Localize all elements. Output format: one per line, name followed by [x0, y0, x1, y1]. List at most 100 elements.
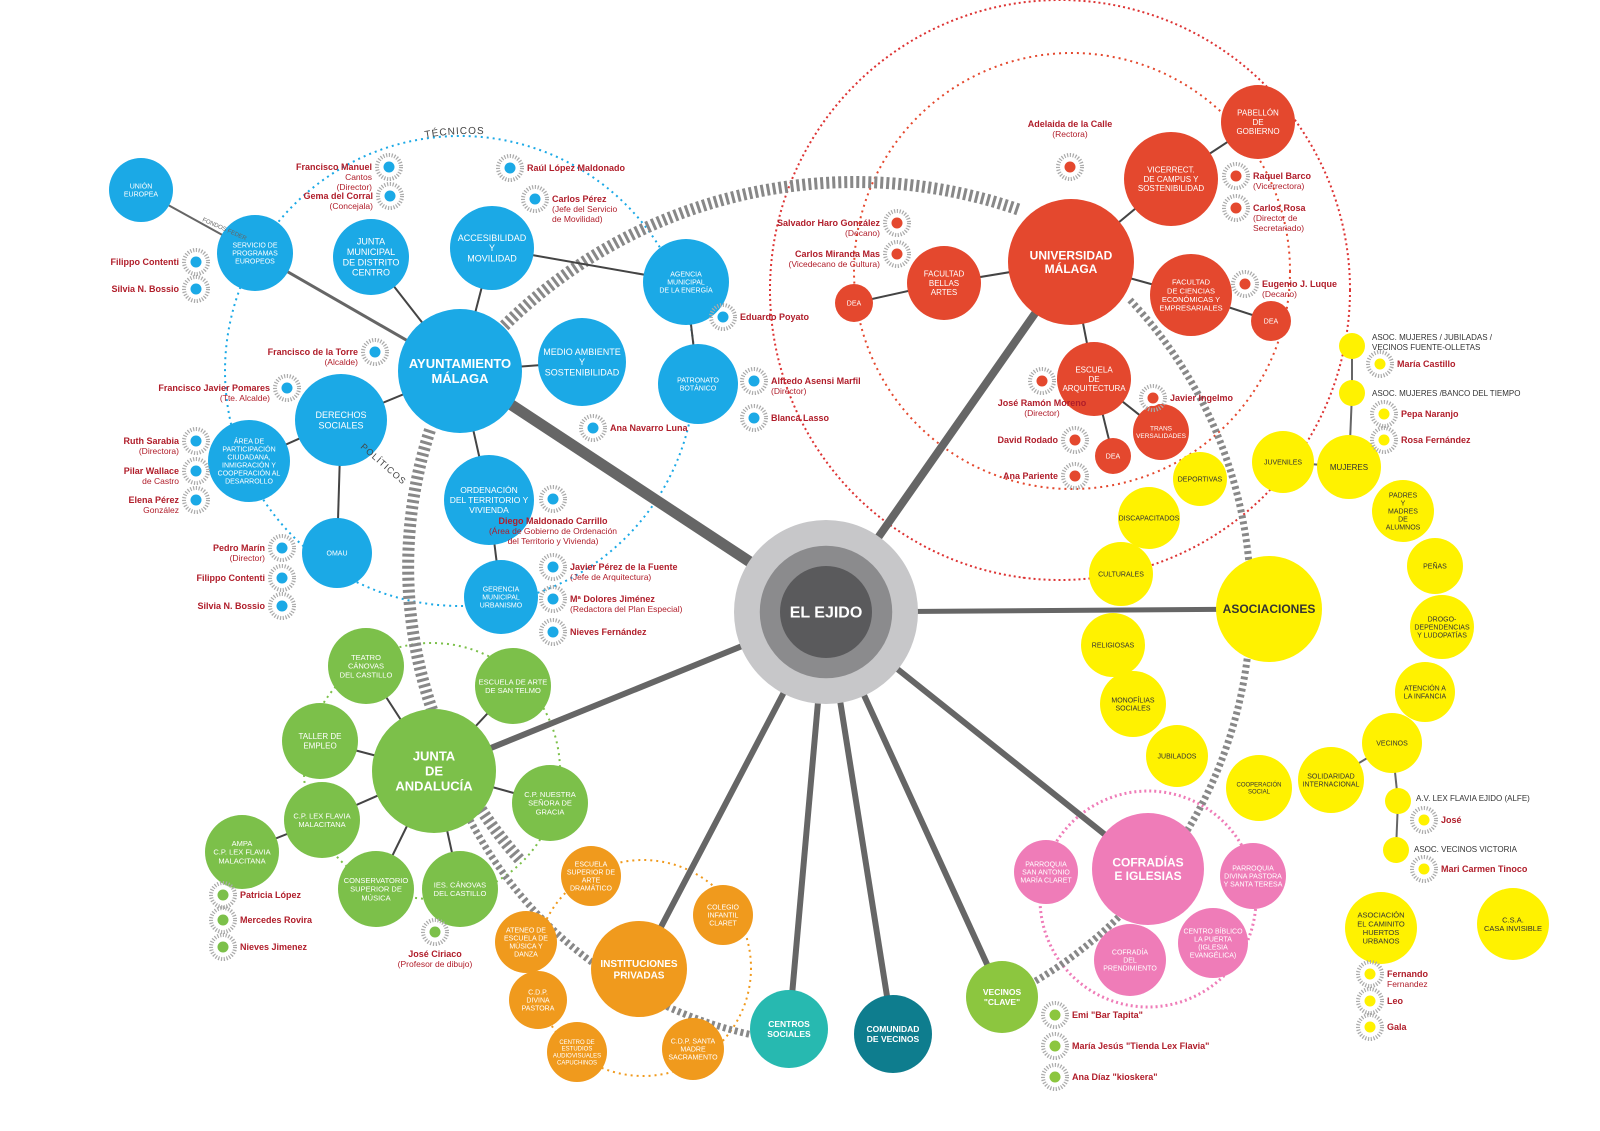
node-label: COLEGIO	[707, 904, 739, 911]
node-am2[interactable]	[1339, 380, 1365, 406]
node-religiosas[interactable]: RELIGIOSAS	[1081, 613, 1145, 677]
node-label: COFRADÍAS	[1112, 854, 1183, 869]
person-name: David Rodado	[997, 435, 1058, 445]
node-label: PARTICIPACIÓN	[222, 444, 275, 453]
arc-label-tecnicos: TÉCNICOS	[424, 126, 485, 141]
person-name: María Jesús "Tienda Lex Flavia"	[1072, 1041, 1209, 1051]
node-csa[interactable]: C.S.A.CASA INVISIBLE	[1477, 888, 1549, 960]
node-label: UNIÓN	[130, 181, 153, 190]
node-label: MOVILIDAD	[467, 254, 517, 264]
node-label: DERECHOS	[315, 410, 366, 420]
node-vecinos[interactable]: VECINOS	[1362, 713, 1422, 773]
person-name: Fernando	[1387, 969, 1429, 979]
node-label: URBANISMO	[480, 603, 523, 610]
person-role: de Castro	[142, 476, 179, 486]
node-dea3[interactable]: DEA	[1095, 438, 1131, 474]
node-deportivas[interactable]: DEPORTIVAS	[1173, 452, 1227, 506]
node-vclave[interactable]: VECINOS"CLAVE"	[966, 961, 1038, 1033]
node-atencion[interactable]: ATENCIÓN ALA INFANCIA	[1395, 662, 1455, 722]
node-ejido[interactable]: EL EJIDO	[734, 520, 918, 704]
person-name: Carlos Pérez	[552, 194, 607, 204]
node-label: MEDIO AMBIENTE	[543, 347, 621, 357]
node-penas[interactable]: PEÑAS	[1407, 538, 1463, 594]
node-culturales[interactable]: CULTURALES	[1089, 542, 1153, 606]
node-dea1[interactable]: DEA	[835, 284, 873, 322]
person-marker: Carlos Miranda Mas(Vicedecano de Cultura…	[788, 240, 911, 269]
node-label: ATENCIÓN A	[1404, 683, 1446, 692]
person-marker: David Rodado	[997, 426, 1089, 454]
person-marker: Leo	[1356, 987, 1404, 1015]
node-am1[interactable]	[1339, 333, 1365, 359]
node-avic[interactable]	[1383, 837, 1409, 863]
node-label: DEA	[847, 300, 862, 307]
node-dea2[interactable]: DEA	[1251, 301, 1291, 341]
node-asoc[interactable]: ASOCIACIONES	[1216, 556, 1322, 662]
node-omau[interactable]: OMAU	[302, 518, 372, 588]
node-label: PEÑAS	[1423, 561, 1447, 570]
person-role: Cantos	[345, 172, 372, 182]
person-marker: José Ramón Moreno(Director)	[998, 367, 1087, 418]
node-alfe[interactable]	[1385, 788, 1411, 814]
person-marker: Blanca Lasso	[740, 404, 830, 432]
node-discap[interactable]: DISCAPACITADOS	[1118, 487, 1180, 549]
node-jubilados[interactable]: JUBILADOS	[1146, 725, 1208, 787]
person-role: (Jefe del Servicio	[552, 204, 617, 214]
node-area[interactable]: ÁREA DEPARTICIPACIÓNCIUDADANA,INMIGRACIÓ…	[208, 420, 290, 502]
person-name: Leo	[1387, 996, 1404, 1006]
node-label: OMAU	[327, 550, 348, 557]
person-marker: Javier Ingelmo	[1139, 384, 1234, 412]
node-juveniles[interactable]: JUVENILES	[1252, 431, 1314, 493]
node-mujeres[interactable]: MUJERES	[1317, 435, 1381, 499]
node-label: MÁLAGA	[431, 371, 489, 386]
node-label: PRIVADAS	[614, 970, 665, 981]
